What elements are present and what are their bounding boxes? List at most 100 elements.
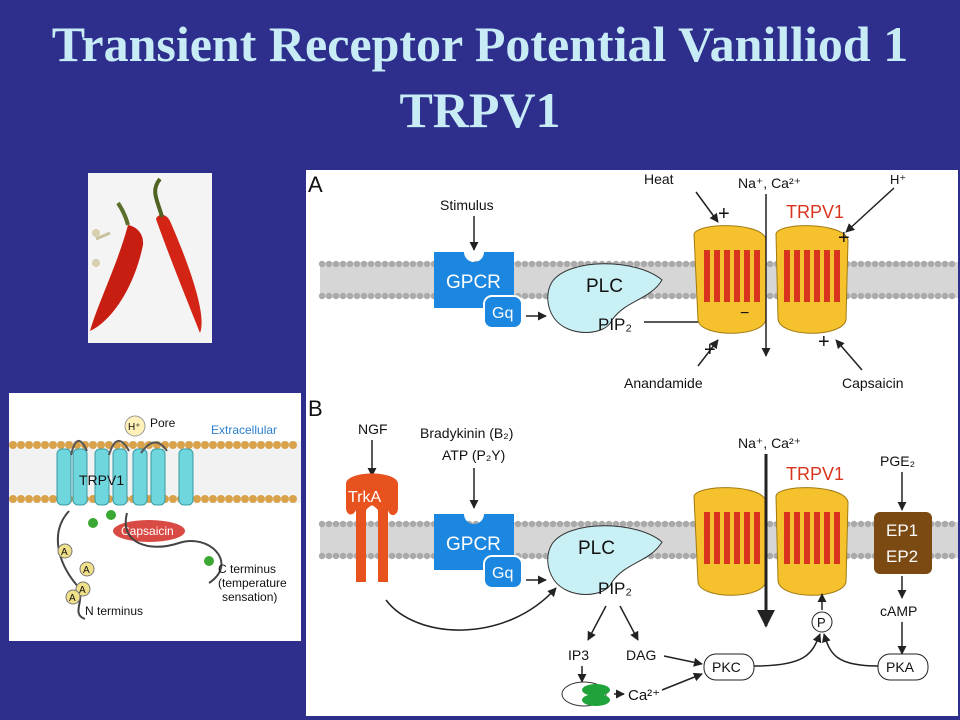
helix [112, 448, 128, 506]
lipid-head [402, 292, 410, 300]
lipid-head [57, 441, 65, 449]
plc-b: PLC PIP₂ [547, 525, 663, 598]
lipid-head [563, 520, 571, 528]
lipid-head [201, 441, 209, 449]
plc-a: PLC PIP₂ [547, 263, 663, 334]
lipid-head [675, 520, 683, 528]
pka-box: PKA [877, 653, 929, 681]
n-terminus-label: N terminus [85, 604, 143, 618]
pip2-a-label: PIP₂ [598, 315, 632, 334]
lipid-head [388, 292, 396, 300]
chili-pepper-image [88, 173, 212, 343]
binding-site-dot [106, 510, 116, 520]
lipid-head [549, 260, 557, 268]
lipid-head [906, 292, 914, 300]
lipid-head [233, 495, 241, 503]
chili-pepper-right [153, 177, 202, 333]
lipid-head [353, 260, 361, 268]
lipid-head [850, 292, 858, 300]
lipid-head [289, 441, 297, 449]
lipid-head [402, 260, 410, 268]
binding-site-dot [204, 556, 214, 566]
h-ion-a-label: H⁺ [890, 172, 906, 187]
lipid-head [346, 260, 354, 268]
lipid-head [49, 495, 57, 503]
lipid-head [281, 441, 289, 449]
lipid-head [332, 292, 340, 300]
lipid-head [535, 292, 543, 300]
helix [704, 512, 710, 564]
lipid-head [542, 520, 550, 528]
lipid-head [920, 260, 928, 268]
lipid-head [857, 292, 865, 300]
lipid-head [217, 441, 225, 449]
lipid-head [570, 260, 578, 268]
lipid-head [257, 495, 265, 503]
lipid-head [906, 260, 914, 268]
lipid-head [535, 260, 543, 268]
trpv1-structure-panel: H⁺ Pore Extracellular TRPV1 Capsaicin A … [9, 393, 301, 641]
lipid-head [682, 552, 690, 560]
minus-pip2: − [740, 305, 749, 322]
lipid-head [668, 520, 676, 528]
ions-b-label: Na⁺, Ca²⁺ [738, 435, 801, 451]
lipid-head [360, 260, 368, 268]
lipid-head [934, 520, 942, 528]
pkc-box: PKC [703, 653, 755, 681]
lipid-head [318, 520, 326, 528]
lipid-head [927, 260, 935, 268]
lipid-head [654, 292, 662, 300]
ep2-label: EP2 [886, 547, 918, 566]
lipid-head [233, 441, 241, 449]
lipid-head [367, 292, 375, 300]
lipid-head [249, 441, 257, 449]
lipid-head [661, 552, 669, 560]
gpcr-a-label: GPCR [446, 272, 501, 293]
lipid-head [137, 441, 145, 449]
lipid-head [201, 495, 209, 503]
lipid-head [395, 260, 403, 268]
lipid-head [325, 520, 333, 528]
helix [734, 512, 740, 564]
lipid-head [633, 520, 641, 528]
lipid-head [563, 260, 571, 268]
capsaicin-a-label: Capsaicin [842, 375, 903, 391]
lipid-head [878, 292, 886, 300]
lipid-head [33, 441, 41, 449]
lipid-head [619, 520, 627, 528]
lipid-head [89, 441, 97, 449]
lipid-head [920, 292, 928, 300]
lipid-head [381, 292, 389, 300]
lipid-head [281, 495, 289, 503]
ep1-label: EP1 [886, 521, 918, 540]
lipid-head [402, 552, 410, 560]
lipid-head [514, 260, 522, 268]
lipid-head [25, 441, 33, 449]
gq-a-label: Gq [492, 305, 513, 322]
lipid-head [41, 495, 49, 503]
helix [724, 512, 730, 564]
helix [794, 250, 800, 302]
lipid-head [346, 552, 354, 560]
c-terminus-label: C terminus [218, 562, 276, 576]
trka-receptor: TrkA [346, 473, 398, 582]
lipid-head [864, 292, 872, 300]
lipid-head [41, 441, 49, 449]
lipid-head [423, 552, 431, 560]
lipid-head [193, 441, 201, 449]
lipid-head [689, 292, 697, 300]
lipid-head [654, 260, 662, 268]
lipid-head [17, 495, 25, 503]
lipid-head [584, 520, 592, 528]
lipid-head [273, 495, 281, 503]
lipid-head [640, 520, 648, 528]
ca-label: Ca²⁺ [628, 687, 660, 704]
lipid-head [535, 520, 543, 528]
lipid-head [65, 441, 73, 449]
trpv1-b-label: TRPV1 [786, 464, 844, 484]
lipid-head [17, 441, 25, 449]
lipid-head [416, 292, 424, 300]
trpv1-channel-b [693, 487, 849, 596]
lipid-head [556, 520, 564, 528]
lipid-head [416, 552, 424, 560]
